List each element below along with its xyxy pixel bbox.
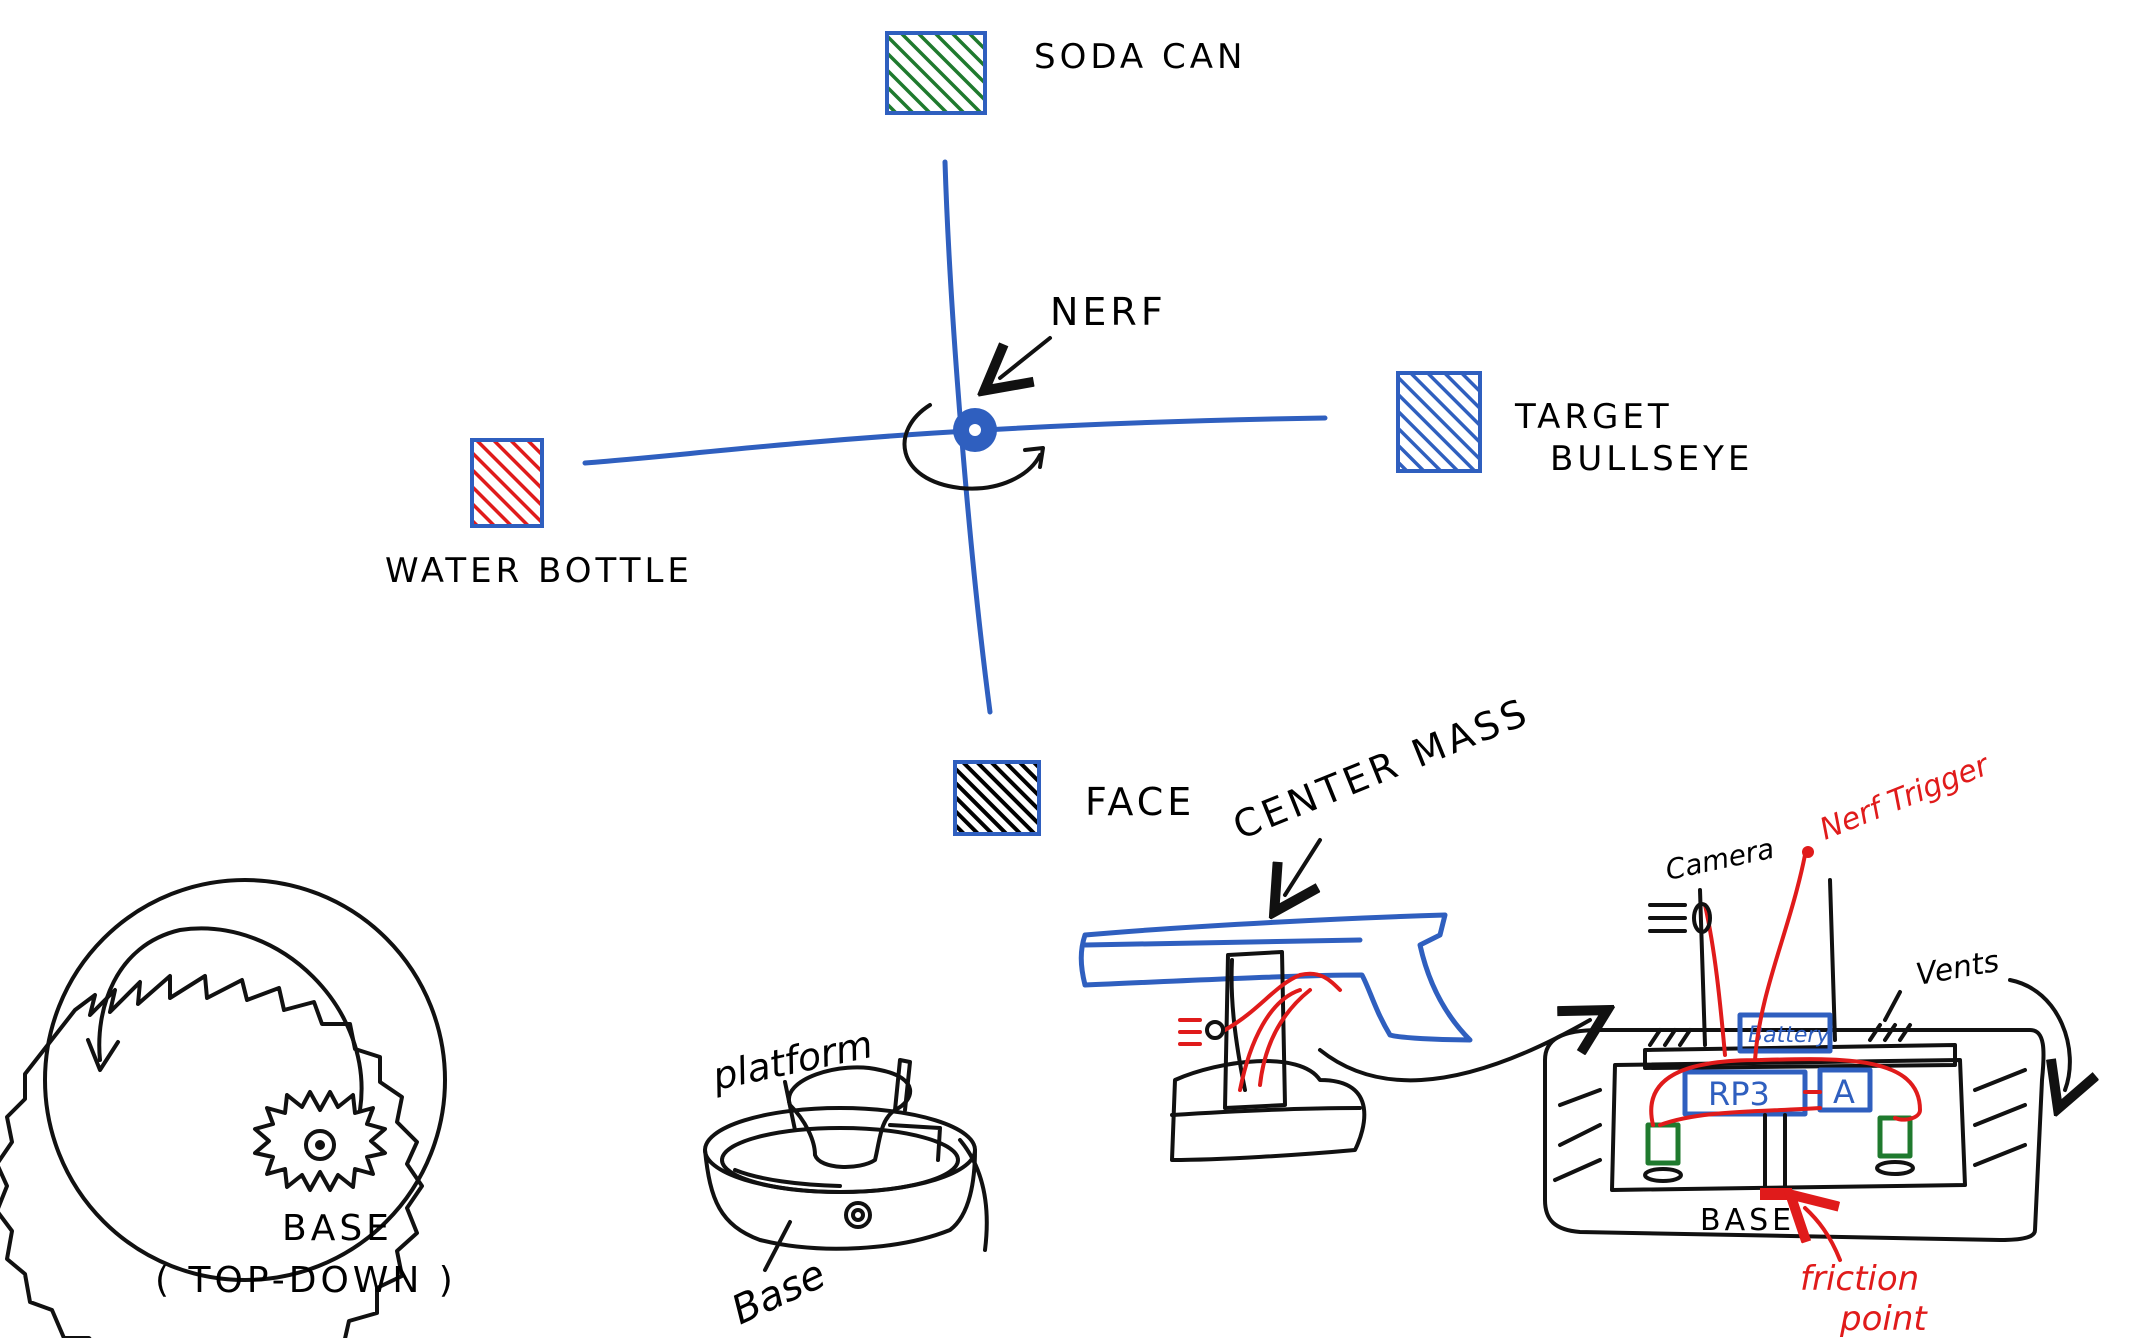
cross-section-wiring	[1649, 853, 1922, 1127]
a-label: A	[1833, 1073, 1855, 1111]
vents-right	[1973, 1068, 2027, 1167]
center-mass-arrow	[1285, 838, 1322, 895]
face-label: FACE	[1085, 780, 1195, 824]
water-bottle-box	[470, 438, 544, 528]
base-top-down-label-1: BASE	[282, 1208, 393, 1249]
water-bottle-label: WATER BOTTLE	[385, 551, 693, 591]
cross-section-sketch: Battery RP3 A Camera Nerf Trigger Vents …	[1543, 747, 2070, 1338]
right-motor	[1877, 1115, 1913, 1159]
target-bullseye-label-1: TARGET	[1514, 397, 1673, 437]
face-box	[953, 760, 1041, 836]
gear-icon	[253, 1090, 387, 1192]
left-post	[1698, 888, 1707, 1047]
top-plate	[1643, 1043, 1957, 1070]
platform-cylinder-body	[703, 1148, 977, 1251]
friction-label-2: point	[1839, 1299, 1928, 1338]
transition-arrow	[1318, 1020, 1590, 1083]
nerf-gun-outline	[1078, 912, 1473, 1043]
target-bullseye-label-2: BULLSEYE	[1550, 439, 1753, 479]
target-layout: NERF SODA CAN TARGET BULLSEYE WATER BOTT…	[385, 31, 1753, 836]
nerf-trigger-dot	[1802, 846, 1814, 858]
rp3-label: RP3	[1708, 1075, 1770, 1113]
right-post	[1828, 878, 1837, 1042]
base-top-down-label-2: ( TOP-DOWN )	[155, 1260, 457, 1301]
center-mass-camera-icon	[1205, 1020, 1225, 1040]
battery-box	[1737, 1012, 1833, 1054]
vents-label: Vents	[1913, 944, 2001, 993]
cross-section-base-label: BASE	[1700, 1203, 1795, 1238]
soda-can-label: SODA CAN	[1034, 37, 1246, 77]
friction-marker	[1760, 1188, 1792, 1200]
center-mass-sketch: CENTER MASS	[1078, 689, 1590, 1162]
base-rotation-arrow	[97, 926, 364, 1112]
platform-base-label: Base	[725, 1251, 833, 1334]
center-shaft	[1763, 1113, 1787, 1192]
platform-sketch: platform Base	[703, 1022, 989, 1334]
center-mass-wires	[1223, 971, 1342, 1092]
nerf-pointer-arrow	[1000, 336, 1052, 378]
rotation-arrow	[902, 403, 1042, 491]
base-top-down-sketch: BASE ( TOP-DOWN )	[0, 878, 457, 1338]
camera-label: Camera	[1663, 832, 1777, 887]
mount-column	[1223, 950, 1287, 1110]
vents-left	[1553, 1088, 1602, 1182]
nerf-label: NERF	[1050, 290, 1167, 334]
mount-base	[1170, 1059, 1367, 1162]
base-outer-ring	[43, 878, 447, 1282]
target-bullseye-box	[1396, 371, 1482, 473]
nerf-trigger-label: Nerf Trigger	[1815, 747, 1996, 847]
nerf-center-dot	[969, 424, 981, 436]
soda-can-box	[885, 31, 987, 115]
horizontal-axis	[582, 415, 1328, 466]
vents-pointer	[1883, 990, 1902, 1022]
outer-housing	[1543, 1028, 2046, 1242]
center-mass-label: CENTER MASS	[1227, 689, 1536, 848]
platform-pointer	[783, 1080, 797, 1132]
base-teeth-ring	[0, 974, 424, 1338]
friction-label-1: friction	[1800, 1259, 1919, 1299]
battery-label: Battery	[1748, 1023, 1830, 1048]
vents-arrow	[2008, 978, 2070, 1090]
friction-arrow	[1805, 1208, 1842, 1262]
platform-mount-shape	[786, 1065, 912, 1169]
camera-icon	[1692, 902, 1712, 934]
base-pointer	[763, 1220, 792, 1272]
left-motor	[1645, 1122, 1681, 1166]
platform-knob	[844, 1201, 872, 1229]
